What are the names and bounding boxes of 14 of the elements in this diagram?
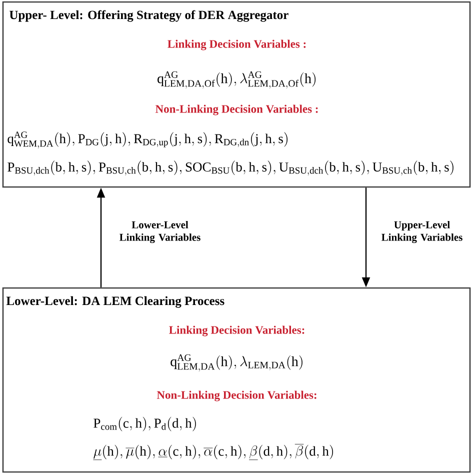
formula: $\underline{\mu}(\mathrm{h}),\overline{\mu}(\mathrm{h}),\underline{\alpha}(\mathrm{c,h}),\overline{\alpha}(\mathrm{c,h}),\underline{\beta}(\mathrm{d,h}),\overline{\beta}(\mathrm{d,h})$	[93, 444, 334, 460]
section-heading: Linking Decision Variables:	[169, 326, 304, 336]
box-heading: Lower-Level: DA LEM Clearing Process	[6, 296, 224, 308]
formula: $\mathrm{P}_{\mathrm{BSU,dch}}(\mathrm{b,h,s}),\mathrm{P}_{\mathrm{BSU,ch}}(\mathrm{b,h,s}),\mathrm{SOC}_{\mathrm{BSU}}(\mathrm{b,h,s}),\mathrm{U}_{\mathrm{BSU,dch}}(\mathrm{b,h,s}),\mathrm{U}_{\mathrm{BSU,ch}}(\mathrm{b,h,s})$	[8, 160, 454, 176]
formula: $\mathrm{q}^{\mathrm{AG}}_{\mathrm{LEM,DA,Of}}(\mathrm{h}),\lambda^{\mathrm{AG}}_{\mathrm{LEM,DA,Of}}(\mathrm{h})$	[158, 71, 316, 89]
formula: $\mathrm{P}_{\mathrm{com}}(\mathrm{c,h}),\mathrm{P}_{\mathrm{d}}(\mathrm{d,h})$	[94, 416, 196, 432]
section-heading: Linking Decision Variables :	[168, 40, 306, 50]
box-heading: Upper- Level: Offering Strategy of DER Aggregator	[10, 10, 288, 22]
section-heading: Non-Linking Decision Variables :	[155, 104, 318, 116]
section-heading: Non-Linking Decision Variables:	[156, 390, 316, 402]
edge-label: Lower-Level Linking Variables	[109, 220, 211, 244]
edge-label: Upper-Level Linking Variables	[371, 220, 473, 244]
formula: $\mathrm{q}^{\mathrm{AG}}_{\mathrm{WEM,DA}}(\mathrm{h}),\mathrm{P}_{\mathrm{DG}}(\mathrm{j,h}),\mathrm{R}_{\mathrm{DG,up}}(\mathrm{j,h,s}),\mathrm{R}_{\mathrm{DG,dn}}(\mathrm{j,h,s})$	[8, 132, 288, 148]
formula: $\mathrm{q}^{\mathrm{AG}}_{\mathrm{LEM,DA}}(\mathrm{h}),\lambda_{\mathrm{LEM,DA}}(\mathrm{h})$	[170, 354, 302, 372]
